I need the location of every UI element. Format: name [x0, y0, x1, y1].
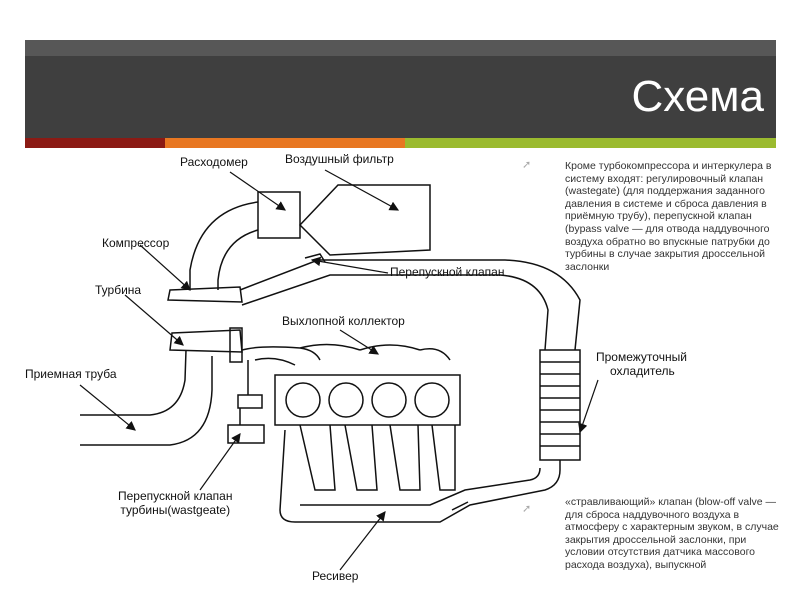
- label-wastegate: Перепускной клапан турбины(wastgeate): [118, 489, 233, 518]
- intercooler-fins: [540, 361, 580, 447]
- cylinder-2: [328, 382, 364, 418]
- accent-stripe-red: [25, 138, 165, 148]
- note1-bullet-icon: ➚: [522, 159, 532, 171]
- accent-stripes: [25, 138, 776, 148]
- label-receiver: Ресивер: [312, 569, 359, 583]
- note-1: Кроме турбокомпрессора и интеркулера в с…: [565, 160, 772, 273]
- blow-off-valve-shape: [451, 501, 469, 511]
- downpipe: [80, 349, 213, 446]
- wastegate-rod: [237, 360, 263, 425]
- label-air-filter: Воздушный фильтр: [285, 152, 394, 166]
- receiver-pipe: [279, 429, 561, 523]
- turbo-system-diagram: Расходомер Воздушный фильтр Компрессор П…: [0, 150, 800, 600]
- note-2: «стравливающий» клапан (blow-off valve —…: [565, 496, 779, 571]
- charge-pipe: [239, 259, 581, 351]
- diagram-drawing: [79, 169, 599, 571]
- intake-hose: [189, 201, 259, 290]
- cylinder-4: [414, 382, 450, 418]
- label-exhaust-manifold: Выхлопной коллектор: [282, 314, 405, 328]
- label-intercooler: Промежуточный охладитель: [596, 350, 687, 379]
- exhaust-manifold: [241, 343, 451, 366]
- intercooler-core: [539, 349, 581, 461]
- label-flow-meter: Расходомер: [180, 155, 248, 169]
- accent-stripe-orange: [165, 138, 405, 148]
- slide-title: Схема: [631, 72, 764, 121]
- label-intercooler-line1: Промежуточный: [596, 350, 687, 364]
- label-turbine: Турбина: [95, 283, 142, 297]
- compressor-body: [167, 286, 243, 303]
- flow-meter-box: [257, 191, 301, 239]
- turbine-body: [169, 329, 243, 353]
- accent-stripe-green: [405, 138, 776, 148]
- title-bar: Схема: [25, 40, 776, 138]
- cylinder-3: [371, 382, 407, 418]
- wastegate-actuator: [227, 424, 265, 444]
- intake-runners: [299, 424, 456, 491]
- label-intake-pipe: Приемная труба: [25, 367, 117, 381]
- note2-bullet-icon: ➚: [522, 503, 532, 515]
- title-bar-top-band: [25, 40, 776, 56]
- cylinder-1: [285, 382, 321, 418]
- label-wastegate-line1: Перепускной клапан: [118, 489, 233, 503]
- bypass-valve-shape: [304, 253, 326, 263]
- label-wastegate-line2: турбины(wastgeate): [120, 502, 231, 517]
- engine-block: [274, 374, 461, 426]
- label-bypass-valve: Перепускной клапан: [390, 265, 505, 279]
- label-compressor: Компрессор: [102, 236, 170, 250]
- turbine-flange: [229, 327, 243, 363]
- label-intercooler-line2: охладитель: [610, 363, 675, 378]
- air-filter-box: [298, 184, 431, 256]
